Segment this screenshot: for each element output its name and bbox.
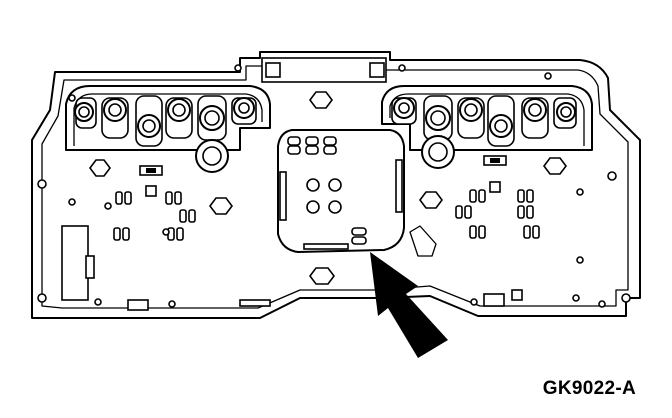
- mounting-hole: [37, 293, 47, 303]
- terminal-pair: [455, 205, 472, 219]
- terminal-pair: [517, 205, 534, 219]
- bulb-socket: [425, 105, 451, 131]
- mounting-hole: [68, 198, 76, 206]
- center-top-connector-pins: [287, 136, 337, 155]
- terminal-pair: [469, 189, 486, 203]
- bulb-socket: [393, 97, 415, 119]
- terminal-pair: [179, 209, 196, 223]
- mounting-hole: [168, 300, 176, 308]
- bulb-socket: [523, 98, 547, 122]
- mounting-boss: [309, 267, 335, 285]
- terminal-pair: [165, 191, 182, 205]
- mounting-boss: [89, 159, 111, 177]
- terminal-pair: [469, 225, 486, 239]
- bulb-socket: [421, 135, 455, 169]
- bulb-socket: [167, 98, 191, 122]
- indicator-arrow: [370, 252, 448, 358]
- bulb-socket: [199, 105, 225, 131]
- mounting-boss: [309, 91, 333, 109]
- mounting-boss-group: [89, 91, 567, 285]
- terminal-pair: [113, 227, 130, 241]
- bottom-connector-tabs: [127, 289, 523, 311]
- mounting-hole: [94, 298, 102, 306]
- board-outline: [31, 51, 641, 319]
- bulb-socket: [556, 102, 576, 122]
- bulb-socket: [195, 139, 229, 173]
- terminal-pair: [167, 227, 184, 241]
- mounting-hole: [37, 179, 47, 189]
- mounting-hole: [544, 72, 552, 80]
- terminal-pair: [523, 225, 540, 239]
- mounting-hole: [162, 228, 170, 236]
- indicated-connector: [351, 227, 367, 245]
- mounting-hole-group: [37, 64, 631, 308]
- terminal-pair: [517, 189, 534, 203]
- top-connector-tab: [261, 57, 387, 83]
- mounting-boss: [209, 197, 233, 215]
- bulb-socket: [137, 114, 161, 138]
- mounting-hole: [621, 293, 631, 303]
- bulb-socket-group: [74, 97, 576, 173]
- mounting-hole: [470, 298, 478, 306]
- mounting-hole: [572, 294, 580, 302]
- right-terminal-pairs: [455, 189, 540, 239]
- mounting-hole: [607, 171, 617, 181]
- left-edge-connector: [61, 225, 95, 301]
- mounting-hole: [398, 64, 406, 72]
- mounting-hole: [104, 202, 112, 210]
- mounting-hole: [68, 94, 76, 102]
- bulb-socket: [459, 98, 483, 122]
- mounting-hole: [234, 64, 242, 72]
- left-upper-socket-cluster: [65, 85, 271, 151]
- mounting-hole: [576, 256, 584, 264]
- mounting-boss: [419, 191, 443, 209]
- center-gauge-panel: [277, 129, 437, 257]
- mounting-hole: [576, 188, 584, 196]
- bulb-socket: [233, 97, 255, 119]
- fuse-block-group: [139, 155, 507, 197]
- mounting-hole: [598, 300, 606, 308]
- terminal-pair: [115, 191, 132, 205]
- bulb-socket: [103, 98, 127, 122]
- bulb-socket: [489, 114, 513, 138]
- figure-id-label: GK9022-A: [542, 378, 636, 399]
- bulb-socket: [74, 102, 94, 122]
- mounting-boss: [543, 157, 567, 175]
- left-terminal-pairs: [113, 191, 196, 241]
